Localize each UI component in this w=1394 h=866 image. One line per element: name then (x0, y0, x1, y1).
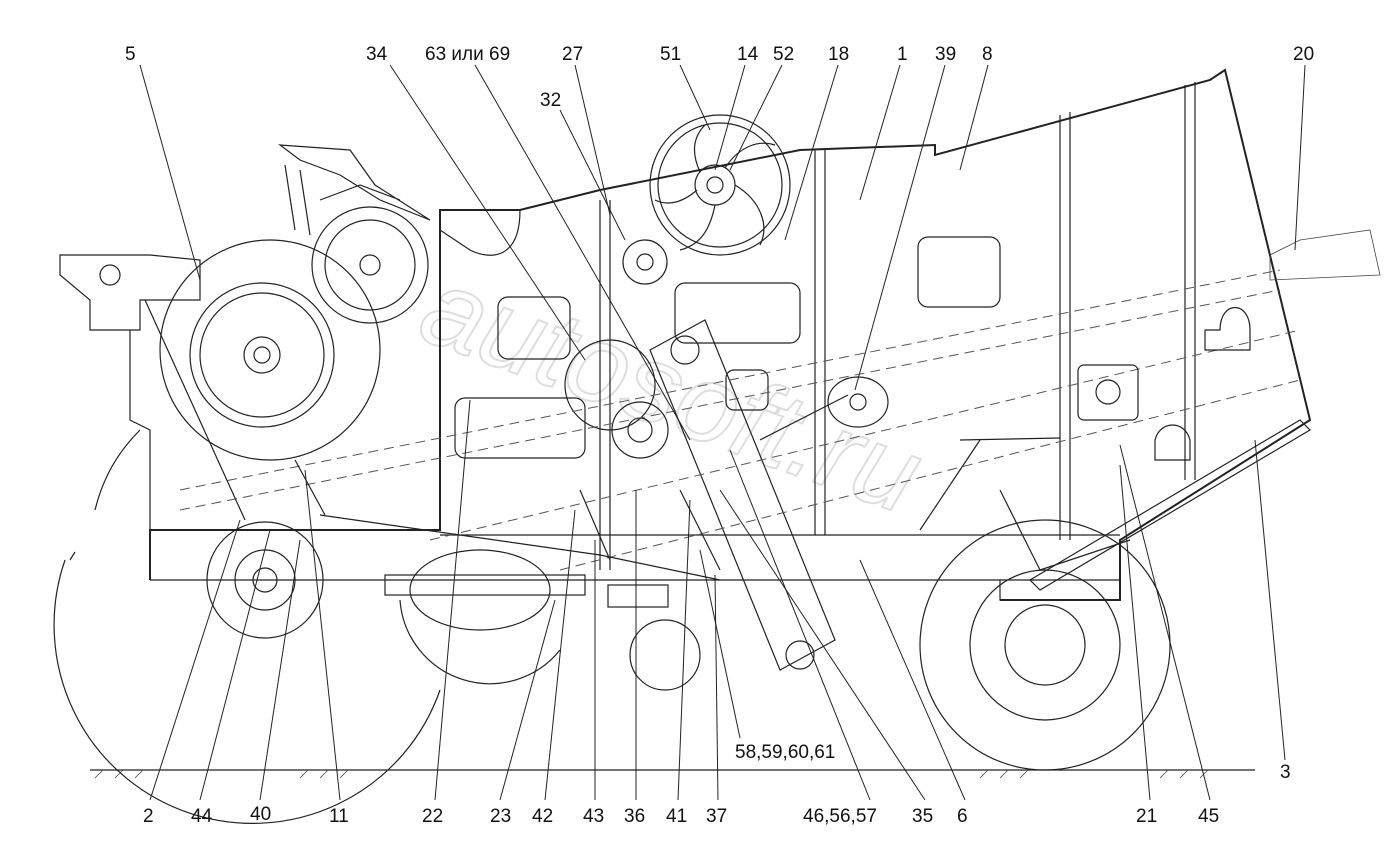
grain-elevator (649, 319, 836, 671)
label-36: 36 (624, 806, 645, 827)
label-5: 5 (125, 44, 136, 65)
rear-chute (1029, 419, 1311, 591)
main-pulley (159, 239, 381, 461)
label-63-or-69: 63 или 69 (425, 44, 510, 65)
label-58-59-60-61: 58,59,60,61 (735, 742, 835, 763)
label-41: 41 (666, 806, 687, 827)
label-51: 51 (660, 44, 681, 65)
label-37: 37 (706, 806, 727, 827)
front-header (59, 254, 201, 530)
label-14: 14 (737, 44, 759, 65)
small-pulley (622, 239, 668, 285)
straw-walkers (179, 229, 1381, 571)
leader-lines (139, 64, 1306, 801)
label-3: 3 (1280, 762, 1291, 783)
label-27: 27 (562, 44, 583, 65)
label-8: 8 (982, 44, 993, 65)
label-22: 22 (422, 806, 443, 827)
rear-hopper (1077, 306, 1251, 461)
labels-bottom: 2 44 40 11 22 23 42 43 36 41 37 46,56,57… (143, 804, 1219, 827)
lower-augers (384, 574, 1121, 691)
label-52: 52 (773, 44, 794, 65)
rear-wheel (919, 519, 1171, 771)
label-35: 35 (912, 806, 933, 827)
upper-linkage (278, 144, 431, 236)
cleaning-fan (649, 114, 791, 256)
frame-body (149, 68, 1312, 601)
ground-line (90, 769, 1255, 779)
middle-wheel (399, 549, 561, 685)
labels-side: 58,59,60,61 3 (735, 742, 1291, 783)
label-6: 6 (957, 806, 968, 827)
label-1: 1 (897, 44, 908, 65)
label-21: 21 (1136, 806, 1157, 827)
label-32: 32 (540, 90, 561, 111)
right-pulley (759, 376, 889, 441)
inspection-windows (454, 236, 1001, 459)
label-42: 42 (532, 806, 553, 827)
label-39: 39 (935, 44, 956, 65)
threshing-drum (564, 335, 700, 459)
front-wheel (53, 521, 441, 825)
label-34: 34 (366, 44, 388, 65)
label-18: 18 (828, 44, 849, 65)
label-20: 20 (1293, 44, 1314, 65)
upper-pulley (311, 206, 429, 324)
linkage-rods (144, 299, 1131, 581)
label-11: 11 (329, 806, 349, 827)
label-23: 23 (490, 806, 511, 827)
label-40: 40 (250, 804, 271, 825)
label-44: 44 (191, 806, 213, 827)
label-43: 43 (583, 806, 604, 827)
label-2: 2 (143, 806, 154, 827)
watermark: autosoft.ru (406, 244, 936, 537)
label-45: 45 (1198, 806, 1219, 827)
label-46-56-57: 46,56,57 (803, 806, 877, 827)
labels-top: 5 34 63 или 69 27 51 14 52 18 1 39 8 20 … (125, 44, 1314, 111)
